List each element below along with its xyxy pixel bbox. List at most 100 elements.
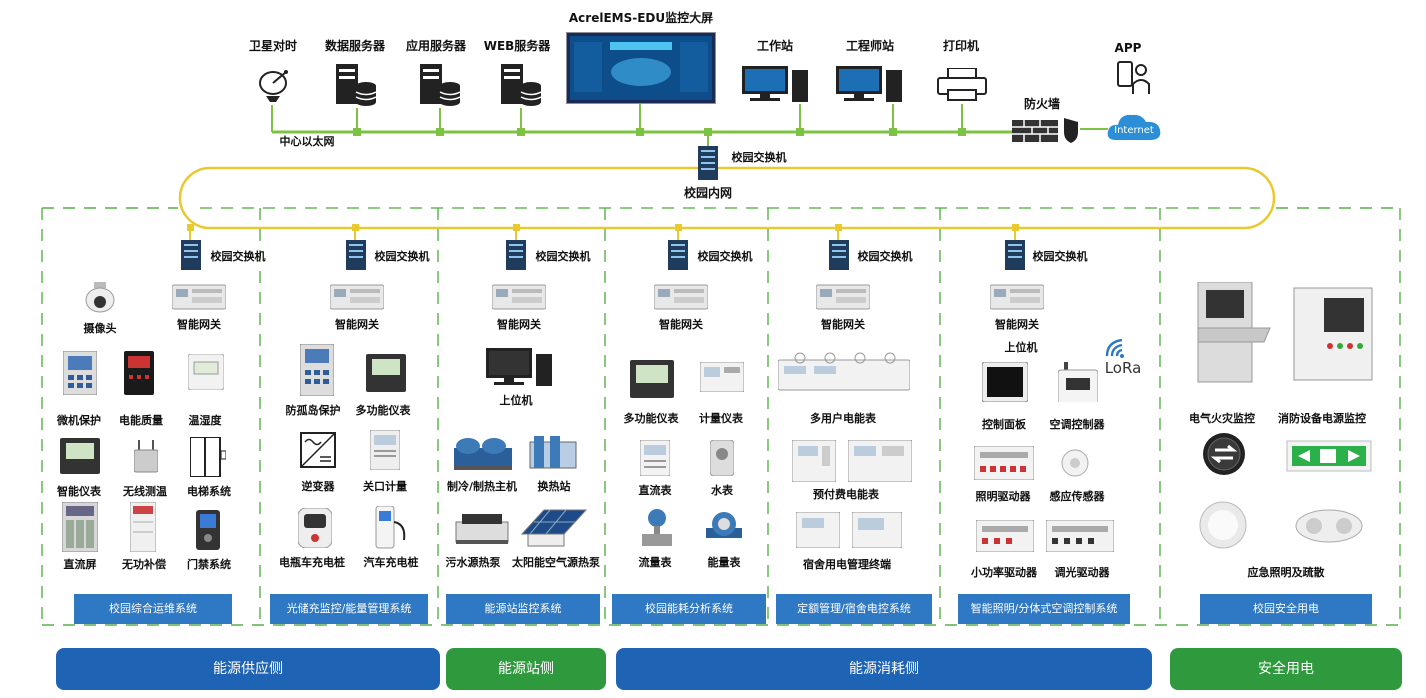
prepaid-meter-icon xyxy=(791,439,837,486)
gateway-icon xyxy=(815,283,871,315)
gateway-icon xyxy=(171,283,227,315)
flow-meter-label: 流量表 xyxy=(638,556,672,569)
metering-icon xyxy=(699,361,745,396)
system-bar-energy-station: 能源站监控系统 xyxy=(446,594,600,624)
switch-label: 校园交换机 xyxy=(697,250,753,263)
smart-meter-icon xyxy=(60,438,100,478)
host-pc-label: 上位机 xyxy=(499,394,533,407)
category-station: 能源站侧 xyxy=(446,648,606,690)
elevator-label: 电梯系统 xyxy=(187,485,231,498)
dimming-driver-label: 调光驱动器 xyxy=(1054,566,1110,579)
temp-humidity-icon xyxy=(187,353,225,394)
wireless-temp-icon xyxy=(133,440,159,478)
switch-label: 校园交换机 xyxy=(374,250,430,263)
host-pc-label: 上位机 xyxy=(1004,341,1038,354)
exit-sign-round-icon xyxy=(1202,432,1246,480)
chiller-icon xyxy=(452,432,514,476)
metering-label: 计量仪表 xyxy=(699,412,743,425)
sensor-label: 感应传感器 xyxy=(1049,490,1105,503)
sensor-icon xyxy=(1060,448,1090,482)
reactive-comp-label: 无功补偿 xyxy=(122,558,166,571)
camera-icon xyxy=(84,282,116,318)
switch-label: 校园交换机 xyxy=(535,250,591,263)
satellite-label: 卫星对时 xyxy=(248,39,297,53)
switch-icon xyxy=(506,240,526,274)
web-server-icon xyxy=(501,64,542,112)
printer-label: 打印机 xyxy=(942,39,979,53)
db-server-icon xyxy=(336,64,377,112)
power-quality-icon xyxy=(124,351,154,399)
fire-power-icon xyxy=(1292,286,1376,386)
inverter-icon xyxy=(300,432,336,472)
ebike-charger-label: 电瓶车充电桩 xyxy=(279,556,345,569)
db-server-label: 数据服务器 xyxy=(324,39,385,53)
gateway-icon xyxy=(653,283,709,315)
multi-meter-icon xyxy=(366,354,406,396)
app-label: APP xyxy=(1114,41,1142,55)
dc-meter-label: 直流表 xyxy=(638,484,672,497)
inverter-label: 逆变器 xyxy=(301,480,335,493)
gateway-label: 智能网关 xyxy=(497,318,541,331)
emergency-label: 应急照明及疏散 xyxy=(1247,566,1325,579)
multi-meter-label: 多功能仪表 xyxy=(355,404,411,417)
prepaid-meter-label: 预付费电能表 xyxy=(813,488,879,501)
solar-pump-icon xyxy=(520,504,590,552)
energy-meter-icon xyxy=(706,508,742,550)
temp-humidity-label: 温湿度 xyxy=(188,414,222,427)
heat-exchange-icon xyxy=(528,432,578,476)
camera-label: 摄像头 xyxy=(83,322,117,335)
satellite-icon xyxy=(258,68,292,108)
multi-meter-label: 多功能仪表 xyxy=(623,412,679,425)
switch-label: 校园交换机 xyxy=(210,250,266,263)
energy-meter-label: 能量表 xyxy=(707,556,741,569)
control-panel-label: 控制面板 xyxy=(982,418,1026,431)
chiller-label: 制冷/制热主机 xyxy=(446,480,518,493)
anti-island-label: 防孤岛保护 xyxy=(285,404,341,417)
printer-icon xyxy=(936,67,988,106)
dc-meter-icon xyxy=(639,439,671,480)
switch-icon xyxy=(181,240,201,274)
ethernet-label: 中心以太网 xyxy=(279,135,335,148)
wifi-icon xyxy=(1104,336,1130,364)
gateway-icon xyxy=(491,283,547,315)
car-charger-icon xyxy=(372,505,408,554)
gateway-icon xyxy=(989,283,1045,315)
elevator-icon xyxy=(189,436,227,481)
system-bar-operations: 校园综合运维系统 xyxy=(74,594,232,624)
microprotect-icon xyxy=(62,350,98,399)
lighting-driver-label: 照明驱动器 xyxy=(975,490,1031,503)
reactive-comp-icon xyxy=(129,501,157,556)
prepaid-meter-icon xyxy=(847,439,913,486)
system-bar-dorm: 定额管理/宿舍电控系统 xyxy=(776,594,932,624)
emergency-light-icon xyxy=(1198,500,1248,554)
sewage-pump-icon xyxy=(454,512,510,550)
switch-label: 校园交换机 xyxy=(1032,250,1088,263)
fire-monitor-label: 电气火灾监控 xyxy=(1189,412,1255,425)
ebike-charger-icon xyxy=(297,507,333,552)
dorm-terminal-icon xyxy=(795,511,841,552)
small-driver-icon xyxy=(975,519,1035,556)
heat-exchange-label: 换热站 xyxy=(537,480,571,493)
firewall-icon xyxy=(1012,116,1080,148)
ac-controller-label: 空调控制器 xyxy=(1049,418,1105,431)
gateway-label: 智能网关 xyxy=(659,318,703,331)
firewall-label: 防火墙 xyxy=(1023,97,1060,111)
app-server-label: 应用服务器 xyxy=(405,39,466,53)
mobile-app-icon xyxy=(1116,60,1152,100)
wireless-temp-label: 无线测温 xyxy=(123,485,167,498)
category-consume: 能源消耗侧 xyxy=(616,648,1152,690)
dorm-terminal-icon xyxy=(851,511,903,552)
dc-panel-label: 直流屏 xyxy=(63,558,97,571)
system-bar-lighting: 智能照明/分体式空调控制系统 xyxy=(958,594,1130,624)
sewage-pump-label: 污水源热泵 xyxy=(445,556,501,569)
engineer-station-icon xyxy=(836,66,904,108)
dc-panel-icon xyxy=(61,501,99,556)
gateway-label: 智能网关 xyxy=(177,318,221,331)
multi-user-meter-label: 多用户电能表 xyxy=(810,412,876,425)
core-switch-label: 校园交换机 xyxy=(731,151,787,164)
water-meter-icon xyxy=(709,439,735,480)
engineer-station-label: 工程师站 xyxy=(845,39,894,53)
switch-icon xyxy=(829,240,849,274)
internet-label: Internet xyxy=(1114,125,1154,136)
lighting-driver-icon xyxy=(973,445,1035,484)
